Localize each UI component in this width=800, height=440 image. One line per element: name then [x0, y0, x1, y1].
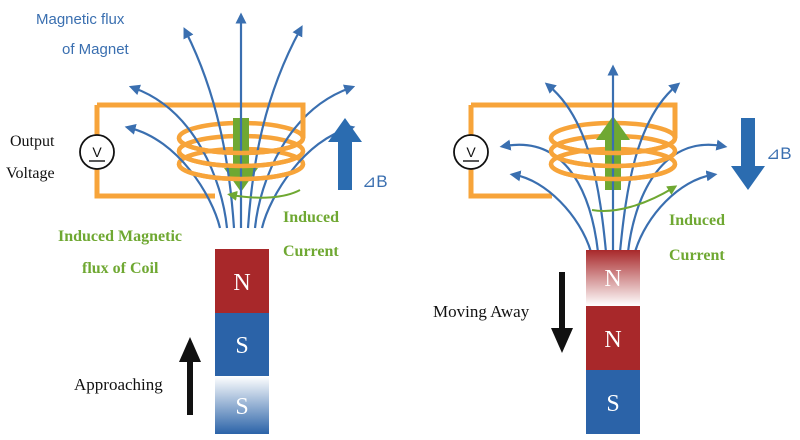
left-magnet-north	[215, 249, 269, 313]
left-voltmeter: V	[79, 134, 115, 170]
left-coil-front	[176, 137, 306, 182]
left-circuit-wire-right	[280, 102, 306, 138]
left-magnet-south	[215, 313, 269, 376]
left-magnet-south-ghost	[215, 376, 269, 434]
right-magnet-n-ghost-label: N	[604, 266, 621, 292]
left-output-label-1: Output	[10, 133, 55, 150]
right-magnet-south	[586, 370, 640, 434]
left-induced-current-label-1: Induced	[283, 209, 339, 226]
right-magnet-north-ghost	[586, 250, 640, 306]
right-panel: V ⊿B	[433, 64, 792, 434]
left-delta-b-label: ⊿B	[362, 172, 388, 191]
right-delta-b-label: ⊿B	[766, 144, 792, 163]
left-induced-flux-label-1: Induced Magnetic	[58, 228, 182, 245]
left-induced-current-arrow	[227, 189, 301, 201]
left-panel: V ⊿B	[6, 11, 388, 434]
right-coil-front	[548, 137, 678, 182]
left-motion-label: Approaching	[74, 375, 163, 394]
right-induced-current-label-1: Induced	[669, 212, 725, 229]
right-voltmeter-symbol: V	[466, 144, 476, 160]
right-magnet: N N S	[586, 250, 640, 434]
right-induced-current-arrow	[591, 185, 678, 212]
left-output-label-2: Voltage	[6, 165, 55, 182]
right-delta-b-arrow	[731, 118, 765, 190]
right-magnet-n-label: N	[604, 327, 621, 353]
left-magnet: N S S	[215, 249, 269, 434]
left-induced-current-label-2: Current	[283, 243, 339, 260]
left-magnet-s-label: S	[235, 333, 248, 359]
left-flux-label-1: Magnetic flux	[36, 11, 125, 28]
right-motion-arrow	[551, 272, 573, 353]
right-voltmeter: V	[453, 134, 489, 170]
left-induced-flux-label-2: flux of Coil	[82, 260, 159, 277]
left-delta-b-arrow	[328, 118, 362, 190]
left-voltmeter-symbol: V	[92, 144, 102, 160]
left-magnet-s-ghost-label: S	[235, 394, 248, 420]
right-induced-current-label-2: Current	[669, 247, 725, 264]
left-flux-label-2: of Magnet	[62, 41, 130, 58]
right-magnet-s-label: S	[606, 391, 619, 417]
right-motion-label: Moving Away	[433, 302, 530, 321]
right-magnet-north	[586, 306, 640, 370]
left-motion-arrow	[179, 337, 201, 415]
left-magnet-n-label: N	[233, 270, 250, 296]
